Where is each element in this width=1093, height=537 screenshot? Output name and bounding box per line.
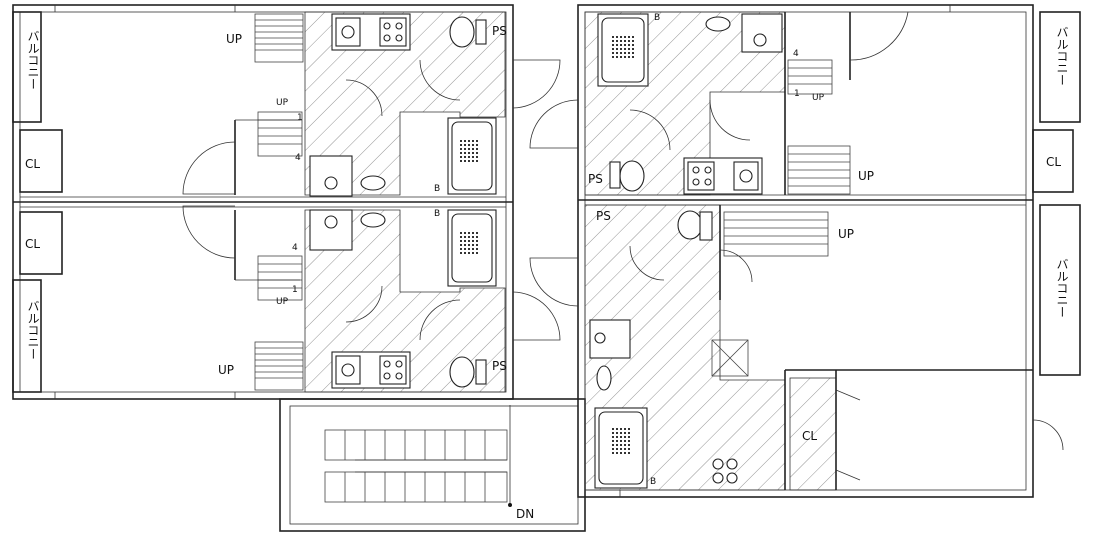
left-top-stair-flights: [254, 13, 304, 157]
left-top-bathtub: B: [434, 117, 497, 195]
right-bottom-side-door: [1032, 419, 1064, 451]
right-bottom-door-2: [719, 249, 753, 283]
right-bottom-door-3: [629, 245, 665, 281]
left-top-ps-label: PS: [492, 24, 507, 38]
right-building: B: [529, 4, 1081, 498]
stair-flight-lower: [324, 471, 508, 503]
right-top-closet: [1032, 129, 1074, 193]
right-bottom-ps-label: PS: [596, 209, 611, 223]
stair-enclosure: [279, 398, 586, 532]
left-bottom-closet: [19, 211, 63, 275]
right-top-balcony-door: [849, 11, 909, 61]
left-bottom-bath-mark: B: [434, 209, 440, 219]
right-bottom-closet-door: [835, 389, 861, 401]
left-bottom-closet-label: CL: [25, 237, 40, 251]
left-top-step-one: 1: [297, 113, 303, 123]
left-top-balcony: [12, 11, 42, 123]
right-bottom-fixtures: B: [589, 210, 738, 489]
right-top-entry-door: [529, 99, 579, 149]
left-bottom-step-one: 1: [292, 285, 298, 295]
right-bottom-balcony-label: バルコニー: [1055, 258, 1069, 318]
left-bottom-stair-flights: [254, 255, 304, 391]
right-top-balcony-label: バルコニー: [1055, 26, 1069, 86]
left-top-bath-mark: B: [434, 184, 440, 194]
left-bottom-ps-label: PS: [492, 359, 507, 373]
right-bottom-bath-mark: B: [650, 477, 656, 487]
left-bottom-up-small-label: UP: [276, 297, 289, 307]
right-bottom-balcony: [1039, 204, 1081, 376]
left-bottom-wet-zone: [304, 209, 506, 393]
right-bottom-closet-label: CL: [802, 429, 817, 443]
right-bottom-closet-door-2: [835, 469, 861, 481]
right-top-closet-label: CL: [1046, 155, 1061, 169]
left-top-up-label: UP: [226, 32, 242, 46]
right-top-door-3: [709, 99, 751, 141]
left-top-door-2: [345, 79, 383, 117]
left-bottom-fixtures: [309, 209, 487, 389]
wall-ticks: [54, 5, 951, 497]
left-bottom-outer-door: [512, 291, 561, 341]
right-bottom-entry-door: [529, 257, 579, 307]
right-bottom-up-label: UP: [838, 227, 854, 241]
left-bottom-step-four: 4: [292, 243, 298, 253]
right-top-stair-flights: [787, 59, 851, 195]
left-bottom-balcony-label: バルコニー: [26, 300, 40, 360]
left-top-closet: [19, 129, 63, 193]
right-top-bath-mark: B: [654, 13, 660, 23]
right-bottom-stair-flights: [711, 211, 829, 377]
stair-down-label: DN: [516, 507, 534, 521]
left-top-closet-label: CL: [25, 157, 40, 171]
right-top-balcony: [1039, 11, 1081, 123]
left-bottom-balcony: [12, 279, 42, 393]
left-top-balcony-label: バルコニー: [26, 30, 40, 90]
left-top-fixtures: [309, 13, 487, 197]
left-bottom-toilet-door: [419, 299, 461, 341]
left-bottom-up-label: UP: [218, 363, 234, 377]
right-top-step-four: 4: [793, 49, 799, 59]
left-bottom-bathtub: B: [434, 209, 497, 287]
right-building-outline: [577, 4, 1034, 498]
stair-flight-upper: [324, 429, 508, 461]
right-top-step-one: 1: [794, 89, 800, 99]
right-top-fixtures: [609, 13, 783, 195]
left-top-entry-door: [182, 141, 236, 195]
common-staircase: DN: [279, 398, 586, 532]
left-top-step-four: 4: [295, 153, 301, 163]
left-bottom-door-2: [345, 285, 383, 323]
right-top-up-small-label: UP: [812, 93, 825, 103]
left-top-toilet-door: [419, 59, 461, 101]
stair-treads: [344, 430, 486, 502]
right-top-ps-label: PS: [588, 172, 603, 186]
left-top-outer-door: [512, 59, 561, 109]
left-building: B B: [12, 4, 561, 400]
right-top-bathtub: B: [597, 13, 660, 87]
right-top-door-2: [629, 109, 671, 151]
left-bottom-entry-door: [182, 205, 236, 259]
right-top-up-label: UP: [858, 169, 874, 183]
left-top-up-small-label: UP: [276, 98, 289, 108]
